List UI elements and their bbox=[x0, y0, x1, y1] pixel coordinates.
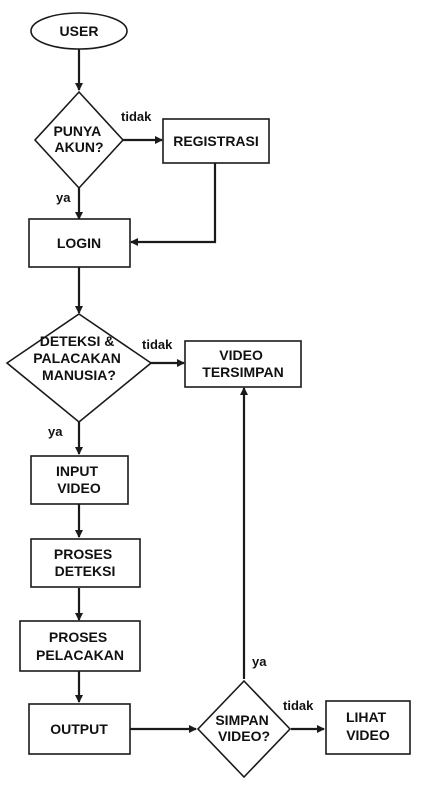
input-video-process-shape bbox=[30, 455, 129, 505]
edge-label-simpan-ya: ya bbox=[252, 654, 267, 669]
edge-label-akun-ya: ya bbox=[56, 190, 71, 205]
node-deteksi: DETEKSI & PALACAKAN MANUSIA? bbox=[5, 313, 153, 424]
proses-deteksi-process-shape bbox=[30, 538, 141, 588]
video-tersimpan-label: VIDEO TERSIMPAN bbox=[202, 347, 283, 380]
input-video-label-line-2: VIDEO bbox=[57, 480, 101, 496]
proses-pelacakan-label-line-2: PELACAKAN bbox=[36, 647, 124, 663]
proses-pelacakan-process-shape bbox=[19, 620, 141, 672]
node-user: USER bbox=[30, 12, 128, 50]
deteksi-decision-shape bbox=[5, 313, 153, 424]
input-video-label: INPUT VIDEO bbox=[56, 463, 102, 496]
node-punya-akun: PUNYA AKUN? bbox=[33, 90, 125, 190]
output-label-line-1: OUTPUT bbox=[50, 721, 108, 737]
node-simpan-video: SIMPAN VIDEO? bbox=[196, 679, 292, 779]
lihat-video-label-line-1: LIHAT bbox=[346, 709, 387, 725]
user-terminal-shape bbox=[30, 12, 128, 50]
simpan-video-label-line-1: SIMPAN bbox=[215, 712, 268, 728]
edge-label-deteksi-ya: ya bbox=[48, 424, 63, 439]
video-tersimpan-label-line-2: TERSIMPAN bbox=[202, 364, 283, 380]
node-video-tersimpan: VIDEO TERSIMPAN bbox=[184, 340, 302, 388]
punya-akun-label: PUNYA AKUN? bbox=[53, 123, 104, 155]
proses-deteksi-label-line-2: DETEKSI bbox=[55, 563, 116, 579]
node-proses-pelacakan: PROSES PELACAKAN bbox=[19, 620, 141, 672]
deteksi-label-line-3: MANUSIA? bbox=[42, 367, 116, 383]
proses-deteksi-label-line-1: PROSES bbox=[54, 546, 112, 562]
lihat-video-label-line-2: VIDEO bbox=[346, 727, 390, 743]
input-video-label-line-1: INPUT bbox=[56, 463, 98, 479]
edge-registrasi-to-login bbox=[130, 163, 217, 246]
edge-labels: tidak ya tidak ya ya tidak bbox=[48, 109, 314, 713]
node-input-video: INPUT VIDEO bbox=[30, 455, 129, 505]
punya-akun-decision-shape bbox=[33, 90, 125, 190]
registrasi-label: REGISTRASI bbox=[173, 133, 259, 149]
deteksi-label: DETEKSI & PALACAKAN MANUSIA? bbox=[33, 333, 125, 383]
deteksi-label-line-2: PALACAKAN bbox=[33, 350, 121, 366]
lihat-video-process-shape bbox=[325, 700, 411, 755]
simpan-video-decision-shape bbox=[196, 679, 292, 779]
user-label: USER bbox=[60, 23, 99, 39]
login-process-shape bbox=[28, 218, 131, 268]
punya-akun-label-line-2: AKUN? bbox=[55, 139, 104, 155]
edge-label-simpan-tidak: tidak bbox=[283, 698, 314, 713]
node-lihat-video: LIHAT VIDEO bbox=[325, 700, 411, 755]
node-registrasi: REGISTRASI bbox=[162, 118, 270, 164]
proses-deteksi-label: PROSES DETEKSI bbox=[54, 546, 116, 579]
node-output: OUTPUT bbox=[28, 703, 131, 755]
simpan-video-label-line-2: VIDEO? bbox=[218, 728, 270, 744]
deteksi-label-line-1: DETEKSI & bbox=[40, 333, 115, 349]
node-login: LOGIN bbox=[28, 218, 131, 268]
proses-pelacakan-label: PROSES PELACAKAN bbox=[36, 629, 124, 663]
video-tersimpan-label-line-1: VIDEO bbox=[219, 347, 263, 363]
user-label-line-1: USER bbox=[60, 23, 99, 39]
simpan-video-label: SIMPAN VIDEO? bbox=[215, 712, 272, 744]
edge-label-deteksi-tidak: tidak bbox=[142, 337, 173, 352]
output-label: OUTPUT bbox=[50, 721, 108, 737]
registrasi-process-shape bbox=[162, 118, 270, 164]
output-process-shape bbox=[28, 703, 131, 755]
proses-pelacakan-label-line-1: PROSES bbox=[49, 629, 107, 645]
node-proses-deteksi: PROSES DETEKSI bbox=[30, 538, 141, 588]
registrasi-label-line-1: REGISTRASI bbox=[173, 133, 259, 149]
lihat-video-label: LIHAT VIDEO bbox=[346, 709, 390, 743]
login-label: LOGIN bbox=[57, 235, 101, 251]
login-label-line-1: LOGIN bbox=[57, 235, 101, 251]
punya-akun-label-line-1: PUNYA bbox=[53, 123, 101, 139]
edges bbox=[75, 49, 325, 733]
video-tersimpan-process-shape bbox=[184, 340, 302, 388]
edge-label-akun-tidak: tidak bbox=[121, 109, 152, 124]
